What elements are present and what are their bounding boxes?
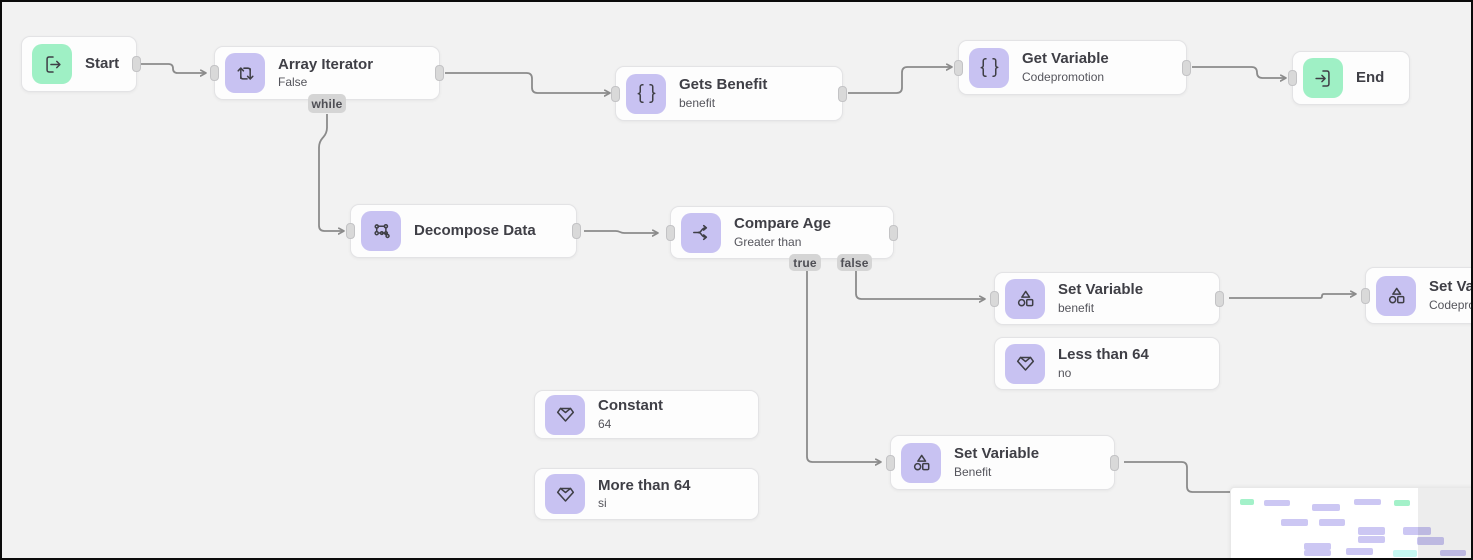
- gem-icon: [545, 394, 585, 435]
- input-port[interactable]: [611, 85, 620, 102]
- node-end[interactable]: End: [1288, 51, 1410, 105]
- node-title: Decompose Data: [414, 221, 536, 239]
- gem-icon: [1005, 343, 1045, 384]
- edge-array-iterator-while-to-decompose-data[interactable]: [318, 114, 344, 231]
- output-port[interactable]: [1182, 59, 1191, 76]
- minimap-node-more-than-64: [1304, 550, 1331, 556]
- minimap-viewport-mask: [1418, 488, 1471, 558]
- minimap-node-offscreen-node-2: [1393, 550, 1417, 557]
- edge-gets-benefit-to-get-variable[interactable]: [848, 67, 952, 94]
- minimap-node-offscreen-node-3: [1440, 550, 1466, 556]
- shapes-icon: [901, 442, 941, 483]
- output-port[interactable]: [572, 223, 581, 239]
- node-title: End: [1356, 68, 1385, 86]
- minimap-node-start: [1240, 499, 1254, 505]
- edge-array-iterator-to-gets-benefit[interactable]: [445, 72, 610, 93]
- minimap-node-set-variable-codepromotion: [1403, 527, 1431, 535]
- node-title: Gets Benefit: [679, 76, 768, 94]
- minimap-node-array-iterator: [1264, 500, 1290, 506]
- braces-icon: [626, 73, 666, 114]
- node-subtitle: Codepromotion: [1022, 69, 1105, 84]
- minimap-node-constant: [1304, 543, 1331, 550]
- minimap-node-set-variable-benefit: [1358, 527, 1385, 535]
- node-title: Set Variable: [1429, 278, 1473, 296]
- input-port[interactable]: [886, 454, 895, 471]
- input-port[interactable]: [210, 65, 219, 81]
- node-title: Compare Age: [734, 215, 831, 233]
- minimap[interactable]: [1230, 487, 1471, 558]
- node-subtitle: benefit: [1058, 300, 1095, 315]
- node-start[interactable]: Start: [21, 36, 141, 92]
- edge-compare-age-true-to-set-variable-benefit-2[interactable]: [806, 271, 881, 462]
- node-subtitle: False: [278, 75, 308, 90]
- minimap-node-less-than-64: [1358, 536, 1385, 543]
- node-title: Less than 64: [1058, 346, 1149, 364]
- edge-get-variable-to-end[interactable]: [1192, 66, 1286, 78]
- node-subtitle: no: [1058, 365, 1072, 380]
- node-title: Constant: [598, 397, 663, 415]
- output-port[interactable]: [132, 56, 141, 72]
- badge-true[interactable]: true: [789, 254, 821, 271]
- gem-icon: [545, 474, 585, 514]
- input-port[interactable]: [954, 59, 963, 76]
- output-port[interactable]: [435, 65, 444, 81]
- minimap-node-set-variable-benefit-2: [1346, 548, 1373, 555]
- branch-icon: [681, 212, 721, 253]
- node-subtitle: si: [598, 496, 607, 511]
- node-title: Set Variable: [954, 445, 1040, 463]
- node-more-than-64[interactable]: More than 64 si: [534, 468, 759, 520]
- node-title: More than 64: [598, 476, 691, 494]
- braces-icon: [969, 47, 1009, 88]
- input-port[interactable]: [990, 290, 999, 307]
- input-port[interactable]: [666, 224, 675, 241]
- badge-while[interactable]: while: [308, 94, 346, 113]
- node-subtitle: 64: [598, 416, 612, 431]
- node-subtitle: Codepromotion: [1429, 297, 1471, 312]
- start-icon: [32, 44, 72, 84]
- node-subtitle: Benefit: [954, 464, 992, 479]
- output-port[interactable]: [838, 85, 847, 102]
- minimap-node-compare-age: [1319, 519, 1345, 526]
- shapes-icon: [1005, 278, 1045, 319]
- minimap-node-offscreen-node-1: [1417, 537, 1444, 545]
- input-port[interactable]: [1361, 287, 1370, 304]
- edge-start-to-array-iterator[interactable]: [141, 63, 206, 73]
- node-subtitle: Greater than: [734, 234, 802, 249]
- minimap-node-decompose-data: [1281, 519, 1308, 526]
- badge-false[interactable]: false: [837, 254, 872, 271]
- node-title: Start: [85, 54, 120, 72]
- input-port[interactable]: [346, 223, 355, 239]
- node-decompose-data[interactable]: Decompose Data: [346, 204, 581, 258]
- edge-compare-age-false-to-set-variable-benefit[interactable]: [855, 271, 985, 299]
- minimap-node-get-variable: [1354, 499, 1381, 505]
- edge-set-variable-benefit-2-to-offscreen-right[interactable]: [1124, 461, 1258, 493]
- output-port[interactable]: [1110, 454, 1119, 471]
- output-port[interactable]: [889, 224, 898, 241]
- edge-set-variable-benefit-to-set-variable-codepromotion[interactable]: [1229, 294, 1356, 299]
- iterator-icon: [225, 53, 265, 93]
- shapes-icon: [1376, 275, 1416, 316]
- decompose-icon: [361, 211, 401, 251]
- end-icon: [1303, 58, 1343, 98]
- node-title: Get Variable: [1022, 50, 1109, 68]
- node-title: Array Iterator: [278, 55, 374, 73]
- minimap-node-end: [1394, 500, 1410, 506]
- input-port[interactable]: [1288, 70, 1297, 86]
- minimap-node-gets-benefit: [1312, 504, 1340, 511]
- node-title: Set Variable: [1058, 281, 1144, 299]
- edge-decompose-data-to-compare-age[interactable]: [584, 231, 658, 233]
- node-subtitle: benefit: [679, 95, 716, 110]
- output-port[interactable]: [1215, 290, 1224, 307]
